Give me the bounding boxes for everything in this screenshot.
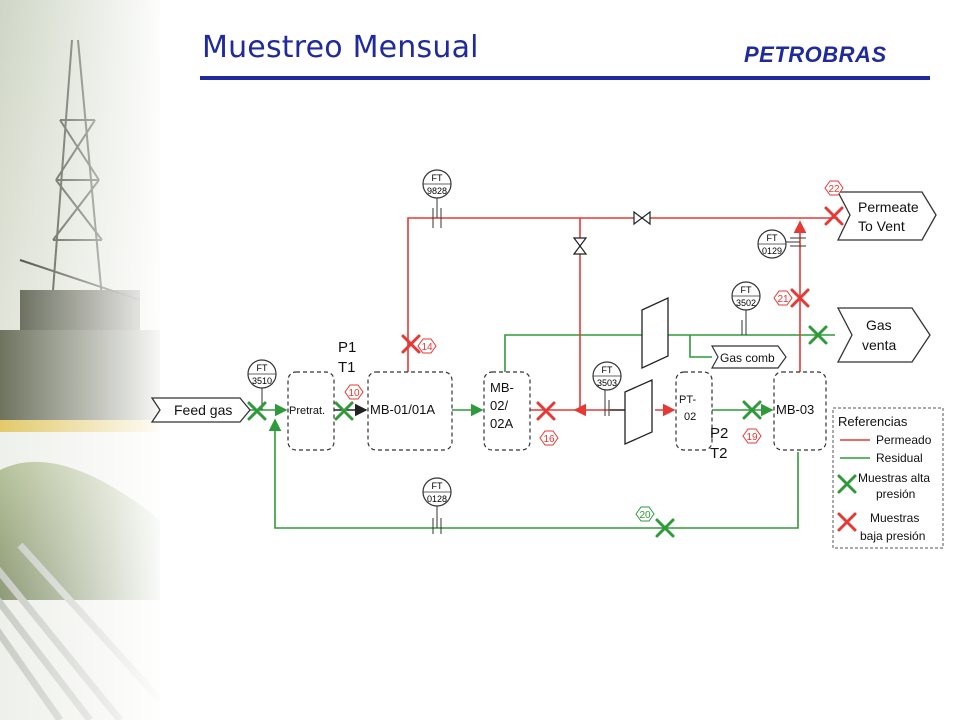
ft-0129-number: 0129 <box>762 246 782 256</box>
sample-tag-20: 20 <box>635 506 655 522</box>
ft-3502: FT 3502 <box>731 281 761 335</box>
ft-0129-tag: FT <box>767 233 778 243</box>
page-title: Muestreo Mensual <box>202 30 479 65</box>
mb03-label: MB-03 <box>776 402 814 417</box>
ft-3502-number: 3502 <box>736 298 756 308</box>
gas-comb-label: Gas comb <box>720 351 775 365</box>
ft-0129: FT 0129 <box>757 229 806 259</box>
sample-tag-10: 10 <box>344 384 364 400</box>
p2-label: P2 <box>710 425 728 442</box>
valve-vertical <box>572 237 588 255</box>
valve-horizontal <box>633 210 651 226</box>
sample-x-red-14 <box>401 334 421 354</box>
sample-x-red-16 <box>536 401 556 421</box>
legend-baja-label-1: Muestras <box>870 511 919 525</box>
sample-x-green-feed <box>247 401 267 421</box>
ft-0128-tag: FT <box>432 481 443 491</box>
compressor-upper <box>641 296 669 370</box>
mb01-unit <box>367 371 453 451</box>
title-underline <box>200 76 930 80</box>
t1-label: T1 <box>338 359 356 376</box>
legend-alta-label-1: Muestras alta <box>858 471 930 485</box>
feed-gas-stream: Feed gas <box>150 397 251 423</box>
pt02-label-2: 02 <box>684 411 696 423</box>
pt02-unit <box>675 371 713 451</box>
gas-comb-stream: Gas comb <box>710 345 787 369</box>
svg-text:16: 16 <box>543 434 555 445</box>
pt02-label-1: PT- <box>679 394 696 406</box>
ft-3502-tag: FT <box>741 285 752 295</box>
svg-text:14: 14 <box>421 342 433 353</box>
gas-label: Gas <box>866 317 892 333</box>
legend-alta-label-2: presión <box>876 487 915 501</box>
svg-text:20: 20 <box>639 510 651 521</box>
svg-text:19: 19 <box>746 432 758 443</box>
sample-tag-22: 22 <box>824 180 844 196</box>
side-photo <box>0 0 160 720</box>
sample-x-green-20 <box>655 518 675 538</box>
pretrat-label: Pretrat. <box>289 405 325 417</box>
sample-tag-21: 21 <box>773 290 793 306</box>
ft-3503: FT 3503 <box>592 361 622 416</box>
petrobras-logo: PETROBRAS <box>744 42 887 67</box>
sample-x-green-19 <box>742 400 762 420</box>
mb02-label-1: MB- <box>490 380 514 395</box>
venta-label: venta <box>862 337 896 353</box>
ft-9828-number: 9828 <box>427 186 447 196</box>
legend-residual-label: Residual <box>876 451 923 465</box>
ft-3510-tag: FT <box>257 363 268 373</box>
mb02-unit <box>483 371 531 451</box>
to-vent-label: To Vent <box>858 218 905 234</box>
mb02-label-3: 02A <box>490 416 513 431</box>
sample-tag-16: 16 <box>539 430 559 446</box>
ft-3503-number: 3503 <box>597 378 617 388</box>
mb01-label: MB-01/01A <box>370 402 435 417</box>
ft-3510-number: 3510 <box>252 376 272 386</box>
sample-x-green-10 <box>334 401 354 421</box>
legend-alta-marker <box>837 474 857 494</box>
ft-3503-tag: FT <box>602 365 613 375</box>
sample-markers <box>247 206 844 538</box>
svg-text:21: 21 <box>777 294 789 305</box>
ft-0128-number: 0128 <box>427 494 447 504</box>
mb03-unit <box>773 371 827 451</box>
sample-x-red-21 <box>790 288 810 308</box>
compressor-lower <box>624 378 653 446</box>
legend-baja-label-2: baja presión <box>860 529 925 543</box>
legend-title: Referencias <box>838 414 908 429</box>
feed-gas-label: Feed gas <box>174 402 232 418</box>
ft-9828-tag: FT <box>432 173 443 183</box>
sample-tag-14: 14 <box>417 338 437 354</box>
ft-3510: FT 3510 <box>247 359 277 410</box>
permeate-label: Permeate <box>858 199 919 215</box>
gas-venta-stream: Gas venta <box>836 307 931 363</box>
mb02-label-2: 02/ <box>490 398 508 413</box>
sample-tags: 10 14 16 19 20 21 22 <box>344 180 844 522</box>
ft-0128: FT 0128 <box>422 477 452 534</box>
sample-x-red-22 <box>824 206 844 226</box>
p1-label: P1 <box>338 339 356 356</box>
sample-x-green-venta <box>808 325 828 345</box>
t2-label: T2 <box>710 445 728 462</box>
svg-text:22: 22 <box>828 184 840 195</box>
sample-tag-19: 19 <box>742 428 762 444</box>
legend-baja-marker <box>837 512 857 532</box>
ft-9828: FT 9828 <box>422 169 452 228</box>
pretrat-unit <box>287 371 335 451</box>
permeate-to-vent-stream: Permeate To Vent <box>836 191 937 241</box>
legend: Referencias Permeado Residual Muestras a… <box>832 407 944 549</box>
legend-permeado-label: Permeado <box>876 433 932 447</box>
svg-text:10: 10 <box>348 388 360 399</box>
